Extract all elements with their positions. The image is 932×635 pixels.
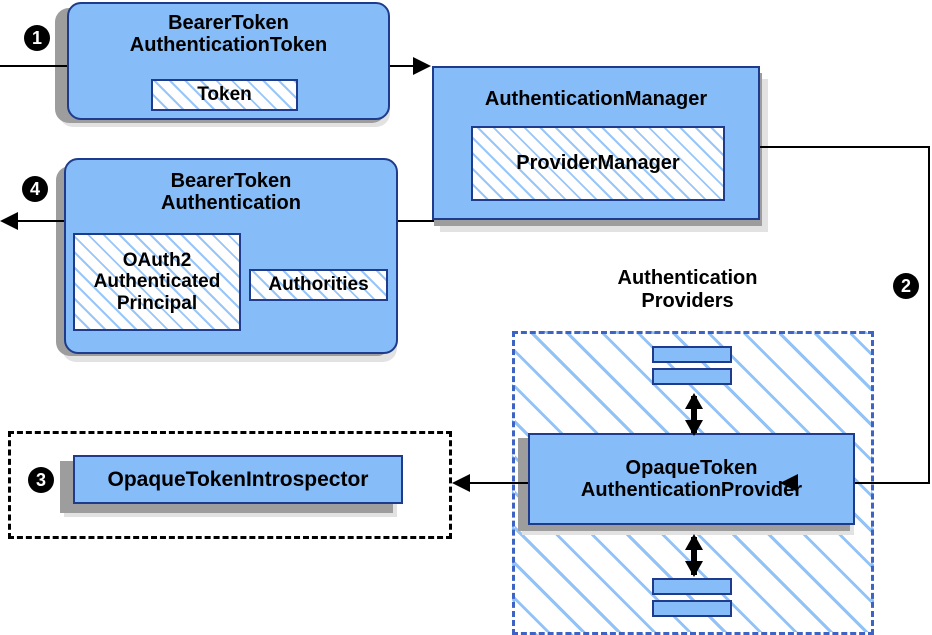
token-to-manager-arrowhead [413, 57, 431, 75]
bearer-token-authentication-token-line2: AuthenticationToken [129, 34, 328, 57]
step4-outgoing-line [10, 220, 66, 222]
oauth2-principal-line3: Principal [116, 292, 198, 314]
provider-upper-connector-line [691, 396, 697, 434]
manager-to-authentication-line [398, 220, 434, 222]
provider-manager-inner-box[interactable]: ProviderManager [471, 126, 725, 201]
opaque-token-introspector-region [8, 431, 452, 539]
oauth2-principal-line1: OAuth2 [122, 250, 192, 272]
manager-to-provider-bottom-line [798, 482, 930, 484]
step-badge-4: 4 [22, 176, 48, 202]
authentication-providers-label: Authentication Providers [560, 267, 815, 313]
provider-lower-connector-line [691, 537, 697, 575]
provider-to-introspector-line [470, 482, 528, 484]
provider-lower-arrow-up [685, 534, 703, 550]
manager-to-provider-vertical-line [928, 146, 930, 483]
step4-arrowhead [0, 212, 18, 230]
provider-stack-bar-top-2 [652, 368, 732, 385]
manager-to-provider-top-line [760, 146, 930, 148]
provider-to-introspector-arrowhead [452, 474, 470, 492]
provider-manager-label: ProviderManager [516, 152, 680, 175]
opaque-token-provider-line2: AuthenticationProvider [580, 479, 803, 501]
authentication-providers-line1: Authentication [617, 267, 758, 289]
step-badge-3: 3 [28, 467, 54, 493]
manager-to-provider-arrowhead [780, 474, 798, 492]
provider-lower-arrow-down [685, 561, 703, 577]
opaque-token-introspector-node[interactable]: OpaqueTokenIntrospector [73, 455, 403, 504]
authentication-providers-line2: Providers [641, 290, 734, 312]
bearer-token-authentication-line1: BearerToken [170, 170, 292, 192]
opaque-token-provider-line1: OpaqueToken [625, 456, 758, 479]
provider-stack-bar-bottom-1 [652, 578, 732, 595]
authentication-manager-label: AuthenticationManager [484, 88, 708, 110]
token-to-manager-line [390, 65, 426, 67]
bearer-token-authentication-token-line1: BearerToken [168, 12, 289, 34]
provider-upper-arrow-up [685, 393, 703, 409]
step-badge-1: 1 [24, 25, 50, 51]
opaque-token-authentication-provider-node[interactable]: OpaqueToken AuthenticationProvider [528, 433, 855, 525]
authorities-box[interactable]: Authorities [249, 269, 388, 301]
bearer-token-authentication-line2: Authentication [161, 192, 301, 215]
provider-stack-bar-top-1 [652, 346, 732, 363]
token-inner-label: Token [197, 84, 252, 106]
authorities-label: Authorities [268, 274, 369, 296]
step-badge-2: 2 [893, 273, 919, 299]
step1-incoming-line [0, 65, 70, 67]
opaque-token-introspector-label: OpaqueTokenIntrospector [107, 467, 369, 491]
oauth2-authenticated-principal-box[interactable]: OAuth2 Authenticated Principal [73, 233, 241, 331]
oauth2-principal-line2: Authenticated [93, 271, 221, 293]
token-inner-box[interactable]: Token [151, 79, 298, 111]
provider-upper-arrow-down [685, 420, 703, 436]
provider-stack-bar-bottom-2 [652, 600, 732, 617]
